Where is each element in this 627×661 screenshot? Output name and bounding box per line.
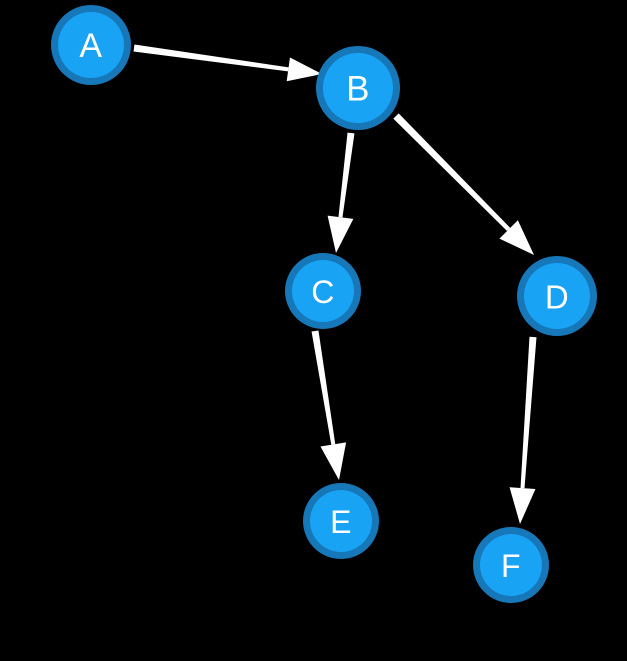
node-fill (524, 263, 590, 329)
edge-a-to-b[interactable] (133, 44, 322, 82)
edge-d-to-f[interactable] (509, 336, 537, 524)
graph-node-c[interactable]: C (285, 253, 361, 329)
graph-node-e[interactable]: E (303, 483, 379, 559)
arrowhead-icon (286, 57, 322, 82)
arrowhead-icon (499, 220, 534, 255)
node-fill (480, 534, 542, 596)
node-label: A (79, 27, 102, 65)
nodes-layer: A B C D E F (51, 5, 597, 603)
node-label: B (346, 70, 370, 109)
edge-shaft (338, 132, 355, 218)
node-label: F (501, 548, 521, 584)
node-label: E (330, 504, 352, 540)
graph-node-a[interactable]: A (51, 5, 131, 85)
node-label: C (311, 274, 335, 310)
node-fill (58, 12, 124, 78)
graph-node-b[interactable]: B (316, 46, 400, 130)
node-fill (323, 53, 393, 123)
edge-shaft (311, 330, 336, 445)
arrowhead-icon (327, 215, 354, 253)
edge-b-to-c[interactable] (327, 132, 355, 253)
node-fill (310, 490, 372, 552)
graph-node-d[interactable]: D (517, 256, 597, 336)
node-label: D (545, 279, 569, 316)
node-fill (292, 260, 354, 322)
edge-shaft (393, 113, 511, 232)
graph-node-f[interactable]: F (473, 527, 549, 603)
edge-c-to-e[interactable] (311, 330, 347, 480)
edge-shaft (133, 44, 289, 72)
edges-layer (133, 44, 537, 524)
arrowhead-icon (320, 442, 347, 480)
edge-b-to-d[interactable] (393, 113, 534, 255)
arrowhead-icon (509, 487, 536, 524)
edge-shaft (520, 336, 537, 489)
